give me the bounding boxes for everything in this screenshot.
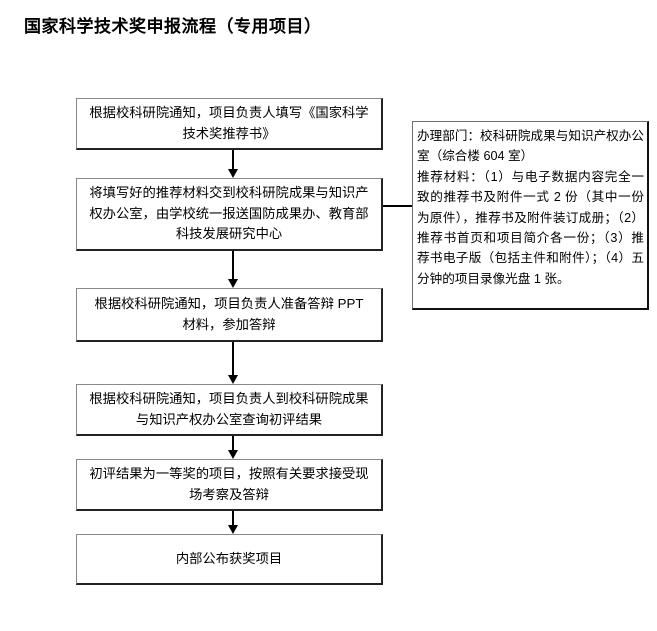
arrow-step1-to-step2 [228,150,239,178]
side-note-materials: 推荐材料：（1）与电子数据内容完全一致的推荐书及附件一式 2 份（其中一份为原件… [417,169,644,286]
flow-step-2: 将填写好的推荐材料交到校科研院成果与知识产权办公室，由学校统一报送国防成果办、教… [76,178,383,251]
arrow-stem [232,251,234,279]
flow-step-3: 根据校科研院通知，项目负责人准备答辩 PPT 材料，参加答辩 [76,288,383,342]
flow-step-1: 根据校科研院通知，项目负责人填写《国家科学技术奖推荐书》 [76,98,383,150]
arrow-head-icon [228,169,238,178]
arrow-step4-to-step5 [228,436,239,459]
arrow-stem [232,150,234,169]
arrow-head-icon [228,375,238,384]
page-title: 国家科学技术奖申报流程（专用项目） [24,17,322,36]
flow-step-4-label: 根据校科研院通知，项目负责人到校科研院成果与知识产权办公室查询初评结果 [89,390,369,427]
flow-step-3-label: 根据校科研院通知，项目负责人准备答辩 PPT 材料，参加答辩 [94,295,364,332]
arrow-stem [232,436,234,450]
flow-step-6-label: 内部公布获奖项目 [175,550,283,566]
flow-step-5: 初评结果为一等奖的项目，按照有关要求接受现场考察及答辩 [76,459,383,511]
side-note-panel: 办理部门：校科研院成果与知识产权办公室（综合楼 604 室） 推荐材料：（1）与… [412,121,649,310]
flow-step-1-label: 根据校科研院通知，项目负责人填写《国家科学技术奖推荐书》 [89,104,369,141]
arrow-head-icon [228,279,238,288]
arrow-stem [232,342,234,375]
arrow-head-icon [228,525,238,534]
side-note-department: 办理部门：校科研院成果与知识产权办公室（综合楼 604 室） [417,129,644,164]
arrow-step3-to-step4 [228,342,239,384]
arrow-head-icon [228,450,238,459]
flow-step-5-label: 初评结果为一等奖的项目，按照有关要求接受现场考察及答辩 [89,465,369,502]
flow-step-2-label: 将填写好的推荐材料交到校科研院成果与知识产权办公室，由学校统一报送国防成果办、教… [89,185,369,242]
arrow-stem [232,511,234,525]
flow-step-4: 根据校科研院通知，项目负责人到校科研院成果与知识产权办公室查询初评结果 [76,384,383,436]
arrow-step2-to-step3 [228,251,239,288]
connector-step2-to-side-note [383,205,413,207]
flow-step-6: 内部公布获奖项目 [76,534,383,585]
arrow-step5-to-step6 [228,511,239,534]
